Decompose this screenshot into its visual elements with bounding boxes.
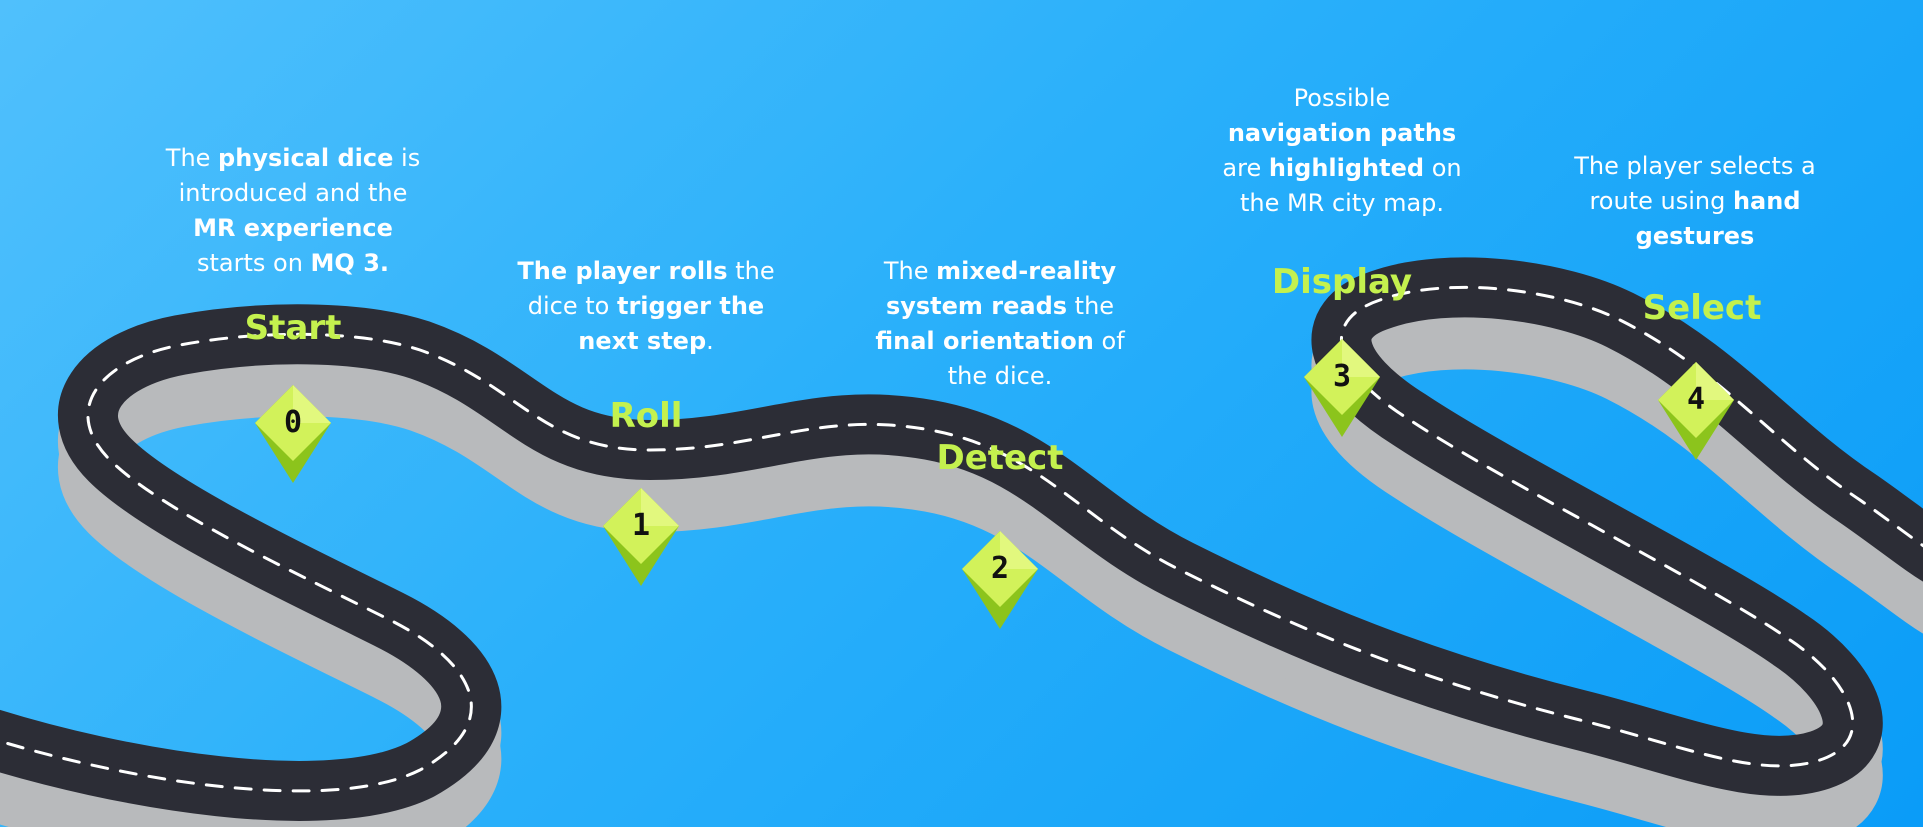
description-text: of xyxy=(1093,327,1125,355)
description-text: physical dice xyxy=(218,144,394,172)
description-text: highlighted xyxy=(1268,154,1425,182)
step-marker-0: 0 xyxy=(255,385,331,485)
description-text: starts on xyxy=(196,249,311,277)
description-text: The player rolls xyxy=(517,257,728,285)
description-text: system reads xyxy=(885,292,1068,320)
step-description: The player selects a route using hand gest… xyxy=(1550,149,1840,254)
step-marker-2: 2 xyxy=(962,531,1038,631)
diamond-marker-icon xyxy=(1658,362,1734,460)
step-marker-3: 3 xyxy=(1304,339,1380,439)
step-number: 0 xyxy=(283,405,303,440)
step-detect-description: The mixed-reality system reads the final o… xyxy=(855,254,1145,394)
marker-highlight xyxy=(1000,531,1038,569)
step-number: 1 xyxy=(631,508,651,543)
description-text: introduced and the xyxy=(178,179,408,207)
description-text: the xyxy=(727,257,775,285)
step-description: The mixed-reality system reads the final o… xyxy=(855,254,1145,394)
description-text: trigger the xyxy=(617,292,765,320)
description-text: MR experience xyxy=(193,214,393,242)
description-text: Possible xyxy=(1293,84,1391,112)
step-description: The player rolls the dice to trigger the n… xyxy=(501,254,791,359)
step-marker-4: 4 xyxy=(1658,362,1734,462)
marker-highlight xyxy=(1342,339,1380,377)
description-text: on xyxy=(1424,154,1462,182)
description-text: The player selects a xyxy=(1574,152,1816,180)
step-title-select: Select xyxy=(1642,288,1762,328)
diamond-marker-icon xyxy=(962,531,1038,629)
step-number: 4 xyxy=(1686,382,1706,417)
step-title-start: Start xyxy=(244,308,342,348)
description-text: final orientation xyxy=(875,327,1094,355)
description-text: the MR city map. xyxy=(1239,189,1445,217)
marker-highlight xyxy=(293,385,331,423)
step-title-roll: Roll xyxy=(609,396,683,436)
step-number: 3 xyxy=(1332,359,1352,394)
description-text: are xyxy=(1222,154,1269,182)
step-title-display: Display xyxy=(1271,262,1413,302)
description-text: the dice. xyxy=(947,362,1053,390)
description-text: next step xyxy=(578,327,707,355)
description-text: hand xyxy=(1732,187,1801,215)
description-text: gestures xyxy=(1635,222,1755,250)
diamond-marker-icon xyxy=(255,385,331,483)
description-text: The xyxy=(883,257,937,285)
description-text: . xyxy=(706,327,714,355)
marker-highlight xyxy=(641,488,679,526)
description-text: MQ 3. xyxy=(310,249,390,277)
marker-highlight xyxy=(1696,362,1734,400)
diamond-marker-icon xyxy=(1304,339,1380,437)
description-text: the xyxy=(1067,292,1115,320)
road-center-line xyxy=(0,285,1923,793)
step-number: 2 xyxy=(990,551,1010,586)
description-text: navigation paths xyxy=(1227,119,1457,147)
description-text: is xyxy=(393,144,421,172)
diamond-marker-icon xyxy=(603,488,679,586)
description-text: route using xyxy=(1589,187,1733,215)
description-text: dice to xyxy=(527,292,617,320)
step-marker-1: 1 xyxy=(603,488,679,588)
description-text: The xyxy=(165,144,219,172)
step-select-description: The player selects a route using hand gest… xyxy=(1550,149,1840,254)
step-roll-description: The player rolls the dice to trigger the n… xyxy=(501,254,791,359)
step-title-detect: Detect xyxy=(936,438,1064,478)
description-text: mixed-reality xyxy=(936,257,1117,285)
